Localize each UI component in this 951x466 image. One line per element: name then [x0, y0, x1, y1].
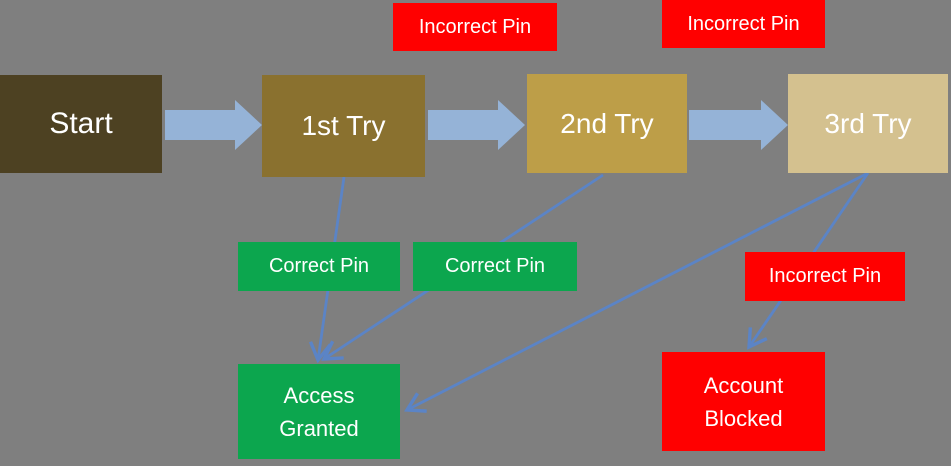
- node-access-granted: Access Granted: [238, 364, 400, 459]
- edge-label-incorrect-pin-2: Incorrect Pin: [662, 0, 825, 48]
- edge-label-text: Correct Pin: [444, 255, 546, 277]
- edge-label-text: Correct Pin: [268, 255, 370, 277]
- node-3rd-try-label: 3rd Try: [824, 107, 912, 139]
- node-account-blocked-label: Account Blocked: [703, 372, 784, 431]
- edge-label-incorrect-pin-1: Incorrect Pin: [393, 3, 557, 51]
- node-access-granted-label: Access Granted: [279, 382, 359, 441]
- edge-label-incorrect-pin-3: Incorrect Pin: [745, 252, 905, 301]
- node-2nd-try-label: 2nd Try: [560, 107, 654, 139]
- node-start: Start: [0, 75, 162, 173]
- edge-label-correct-pin-2: Correct Pin: [413, 242, 577, 291]
- node-start-label: Start: [49, 107, 113, 140]
- edge-label-text: Incorrect Pin: [418, 15, 532, 38]
- flow-arrow-start-to-try1: [165, 100, 262, 150]
- node-account-blocked: Account Blocked: [662, 352, 825, 451]
- edge-label-text: Incorrect Pin: [687, 12, 800, 35]
- node-3rd-try: 3rd Try: [788, 74, 948, 173]
- node-1st-try-label: 1st Try: [301, 110, 386, 141]
- node-2nd-try: 2nd Try: [527, 74, 687, 173]
- flow-arrow-try1-to-try2: [428, 100, 525, 150]
- edge-label-correct-pin-1: Correct Pin: [238, 242, 400, 291]
- edge-label-text: Incorrect Pin: [768, 265, 882, 287]
- node-1st-try: 1st Try: [262, 75, 425, 177]
- flow-arrow-try2-to-try3: [689, 100, 788, 150]
